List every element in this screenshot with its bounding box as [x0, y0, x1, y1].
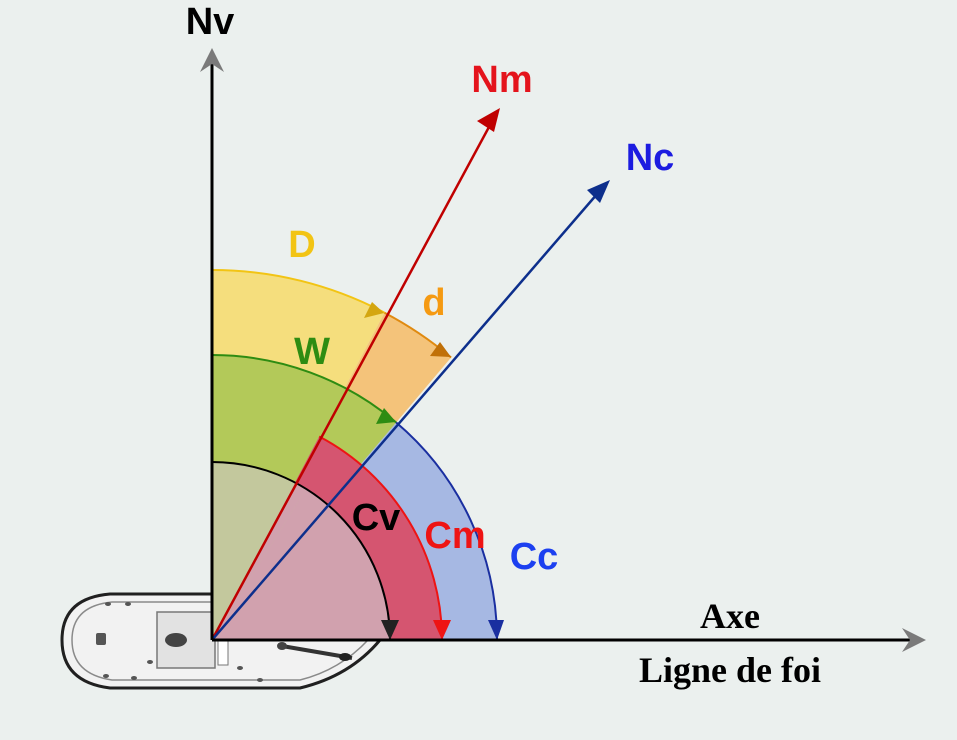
nm-line — [210, 113, 498, 641]
nc-arrowhead — [587, 180, 610, 203]
label-nm: Nm — [471, 59, 532, 101]
label-cm: Cm — [424, 515, 485, 557]
sectors — [212, 270, 497, 640]
label-d: d — [422, 282, 445, 324]
directions — [210, 108, 610, 641]
nv-arrowhead — [200, 48, 224, 72]
nc-line — [211, 185, 605, 641]
arc-Cm — [318, 435, 443, 641]
axes — [200, 48, 926, 652]
label-W: W — [294, 331, 330, 373]
label-nc: Nc — [626, 137, 675, 179]
arc-Cc — [395, 421, 498, 641]
arc-Cv — [211, 461, 391, 641]
sector-Cv-Cm-overlap — [212, 488, 390, 640]
labels: Nv Nm Nc D d W Cv Cm Cc Axe Ligne de foi — [186, 1, 821, 690]
label-cc: Cc — [510, 536, 559, 578]
label-axe: Axe — [700, 596, 760, 636]
nm-arrowhead — [477, 108, 500, 132]
label-ligne-de-foi: Ligne de foi — [639, 650, 821, 690]
label-nv: Nv — [186, 1, 235, 43]
label-cv: Cv — [352, 497, 401, 539]
sector-Cv-Nm-overlap — [212, 482, 307, 640]
axe-arrowhead — [902, 628, 926, 652]
label-D: D — [288, 224, 315, 266]
arc-arrowheads — [364, 302, 504, 640]
arc-D — [211, 269, 385, 314]
arc-W — [211, 354, 397, 424]
